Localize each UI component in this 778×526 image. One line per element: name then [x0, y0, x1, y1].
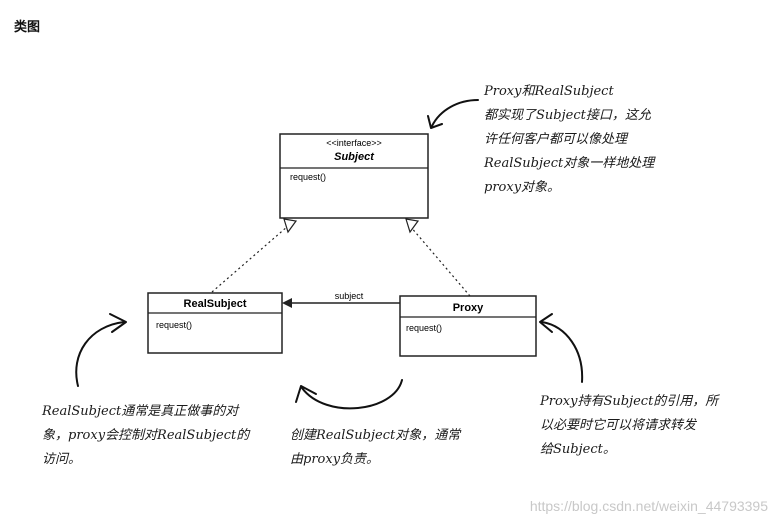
proxy-class-name: Proxy	[453, 302, 484, 314]
note-arrow-right	[541, 321, 584, 383]
note-arrowhead-left	[109, 313, 127, 333]
realsubject-class-box: RealSubject request()	[147, 292, 283, 354]
note-arrowhead-top-right	[427, 115, 443, 129]
note-line: 都实现了Subject接口，这允	[484, 108, 651, 123]
note-arrow-left	[75, 321, 125, 387]
realization-arrowhead-left	[283, 218, 298, 234]
note-line: RealSubject通常是真正做事的对	[42, 404, 239, 419]
note-line: 给Subject。	[540, 442, 616, 457]
realization-line-proxy	[409, 225, 471, 297]
note-line: 象，proxy会控制对RealSubject的	[42, 428, 250, 443]
page-title: 类图	[14, 20, 41, 35]
note-arrow-top-right	[431, 99, 479, 127]
realization-line-realsubject	[211, 225, 289, 293]
note-interfaces: Proxy和RealSubject 都实现了Subject接口，这允 许任何客户…	[484, 80, 654, 200]
note-line: proxy对象。	[484, 180, 561, 195]
proxy-class-box: Proxy request()	[399, 295, 537, 357]
note-arrow-middle	[301, 379, 403, 410]
subject-method: request()	[290, 172, 326, 182]
note-line: 创建RealSubject对象，通常	[290, 428, 461, 443]
association-label: subject	[335, 291, 364, 301]
note-line: 以必要时它可以将请求转发	[540, 418, 697, 433]
subject-interface-box: <<interface>> Subject request()	[279, 133, 429, 219]
realization-arrowhead-right	[405, 218, 420, 234]
subject-class-name: Subject	[334, 151, 375, 163]
realsubject-method: request()	[156, 320, 192, 330]
association-arrowhead	[282, 298, 292, 308]
note-arrowhead-right	[539, 313, 553, 333]
watermark-url: https://blog.csdn.net/weixin_44793395	[529, 498, 768, 514]
note-creation: 创建RealSubject对象，通常 由proxy负责。	[290, 424, 460, 472]
note-line: RealSubject对象一样地处理	[484, 156, 655, 171]
note-line: 由proxy负责。	[290, 452, 380, 467]
note-realsubject: RealSubject通常是真正做事的对 象，proxy会控制对RealSubj…	[42, 400, 249, 472]
note-line: 许任何客户都可以像处理	[484, 132, 628, 147]
note-line: Proxy和RealSubject	[484, 84, 614, 99]
note-line: Proxy持有Subject的引用，所	[540, 394, 719, 409]
note-arrowhead-middle	[295, 385, 317, 403]
note-line: 访问。	[42, 452, 82, 467]
proxy-method: request()	[406, 323, 442, 333]
realsubject-class-name: RealSubject	[184, 298, 247, 310]
subject-stereotype: <<interface>>	[326, 138, 382, 148]
note-proxy-reference: Proxy持有Subject的引用，所 以必要时它可以将请求转发 给Subjec…	[540, 390, 718, 462]
